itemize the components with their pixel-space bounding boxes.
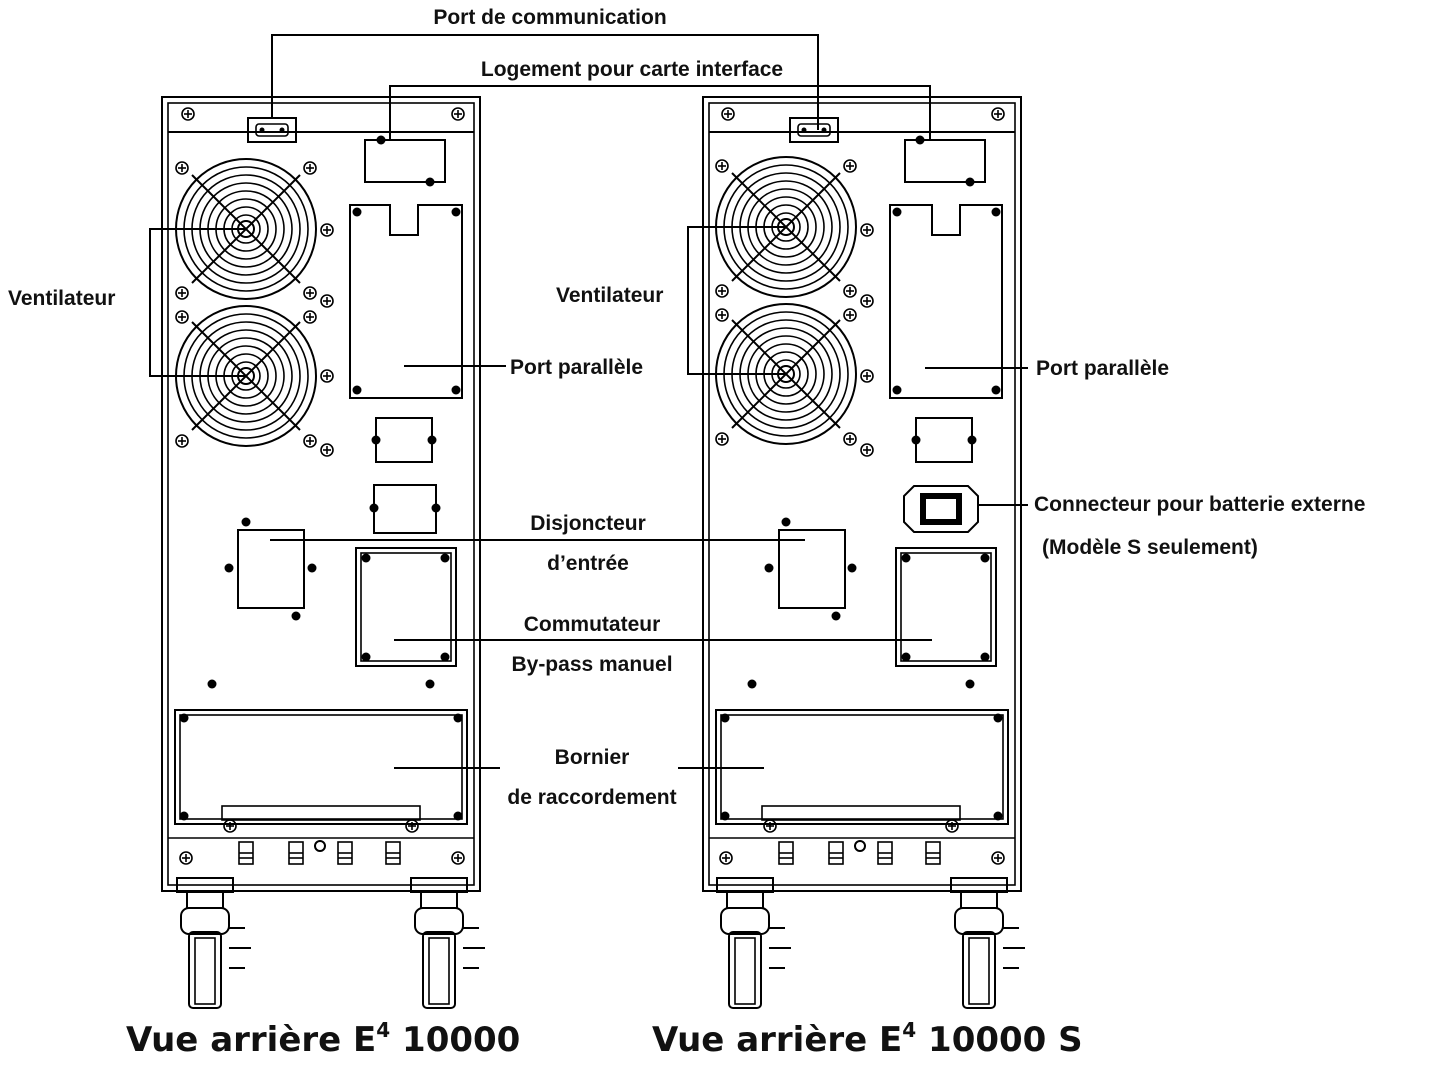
interface-slot-right — [904, 139, 986, 183]
parallel-port-right — [889, 204, 1003, 399]
bypass-switch-left — [355, 547, 457, 667]
wheel-right-a — [716, 877, 792, 1009]
label-fan-right: Ventilateur — [556, 284, 663, 307]
caption-left: Vue arrière E4 10000 — [126, 1018, 520, 1060]
callout-lines — [149, 34, 1028, 769]
label-battery-connector: Connecteur pour batterie externe — [1034, 493, 1365, 516]
input-breaker-right — [778, 529, 846, 609]
label-communication-port: Port de communication — [433, 6, 666, 29]
communication-port-right — [789, 117, 839, 143]
wheel-left-a — [176, 877, 252, 1009]
label-fan-left: Ventilateur — [8, 287, 115, 310]
label-terminal-block-1: Bornier — [555, 746, 630, 769]
label-parallel-port-right: Port parallèle — [1036, 357, 1169, 380]
label-battery-connector-note: (Modèle S seulement) — [1042, 536, 1258, 559]
caption-right: Vue arrière E4 10000 S — [652, 1018, 1083, 1060]
label-parallel-port-left: Port parallèle — [510, 356, 643, 379]
label-input-breaker-1: Disjoncteur — [530, 512, 646, 535]
interface-slot-left — [364, 139, 446, 183]
parallel-port-left — [349, 204, 463, 399]
label-terminal-block-2: de raccordement — [507, 786, 676, 809]
wheel-right-b — [950, 877, 1026, 1009]
wheel-left-b — [410, 877, 486, 1009]
label-bypass-switch-1: Commutateur — [524, 613, 661, 636]
label-bypass-switch-2: By-pass manuel — [511, 653, 672, 676]
label-input-breaker-2: d’entrée — [547, 552, 629, 575]
label-interface-slot: Logement pour carte interface — [481, 58, 783, 81]
ups-unit-left — [161, 96, 486, 1009]
input-breaker-left — [237, 529, 305, 609]
bypass-switch-right — [895, 547, 997, 667]
external-battery-connector — [903, 485, 979, 533]
ups-unit-right — [702, 96, 1026, 1009]
